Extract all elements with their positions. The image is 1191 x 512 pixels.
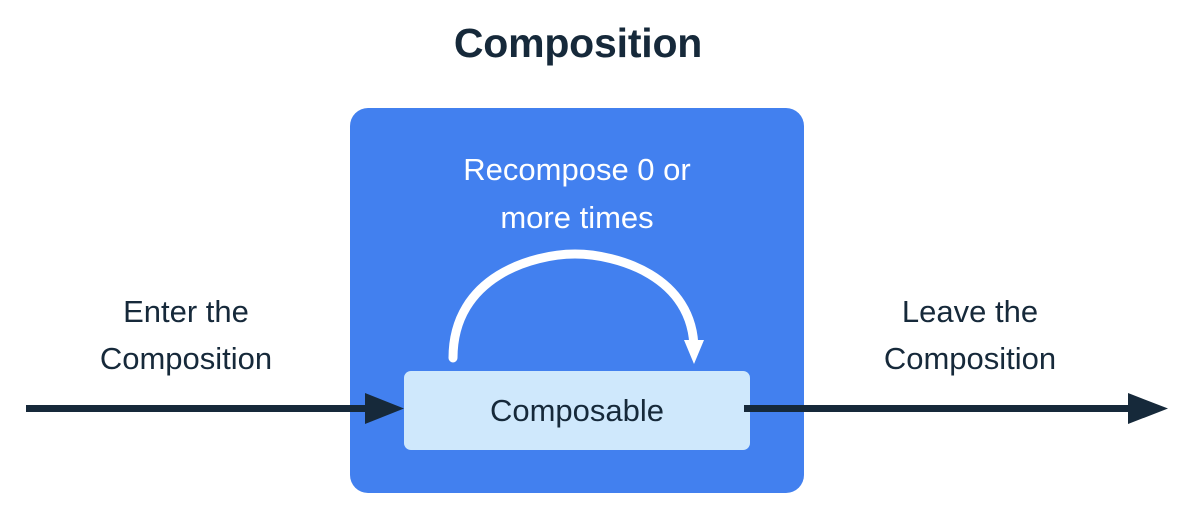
leave-caption-line-2: Composition xyxy=(883,341,1057,376)
enter-flow-arrow-right-icon xyxy=(26,393,404,424)
enter-caption-line-1: Enter the xyxy=(123,294,249,329)
leave-composition-caption: Leave the Composition xyxy=(840,288,1100,382)
recompose-caption-line-1: Recompose 0 or xyxy=(463,152,691,187)
leave-caption-line-1: Leave the xyxy=(901,294,1039,329)
enter-composition-caption: Enter the Composition xyxy=(56,288,316,382)
recompose-caption-line-2: more times xyxy=(500,200,654,235)
enter-caption-line-2: Composition xyxy=(99,341,273,376)
composable-node-label: Composable xyxy=(489,392,665,428)
composable-node xyxy=(404,371,750,450)
recompose-caption: Recompose 0 or more times xyxy=(350,146,804,242)
page-title: Composition xyxy=(453,20,703,66)
leave-flow-arrow-right-icon xyxy=(744,393,1168,424)
recompose-loop-arrow-icon xyxy=(448,249,704,364)
